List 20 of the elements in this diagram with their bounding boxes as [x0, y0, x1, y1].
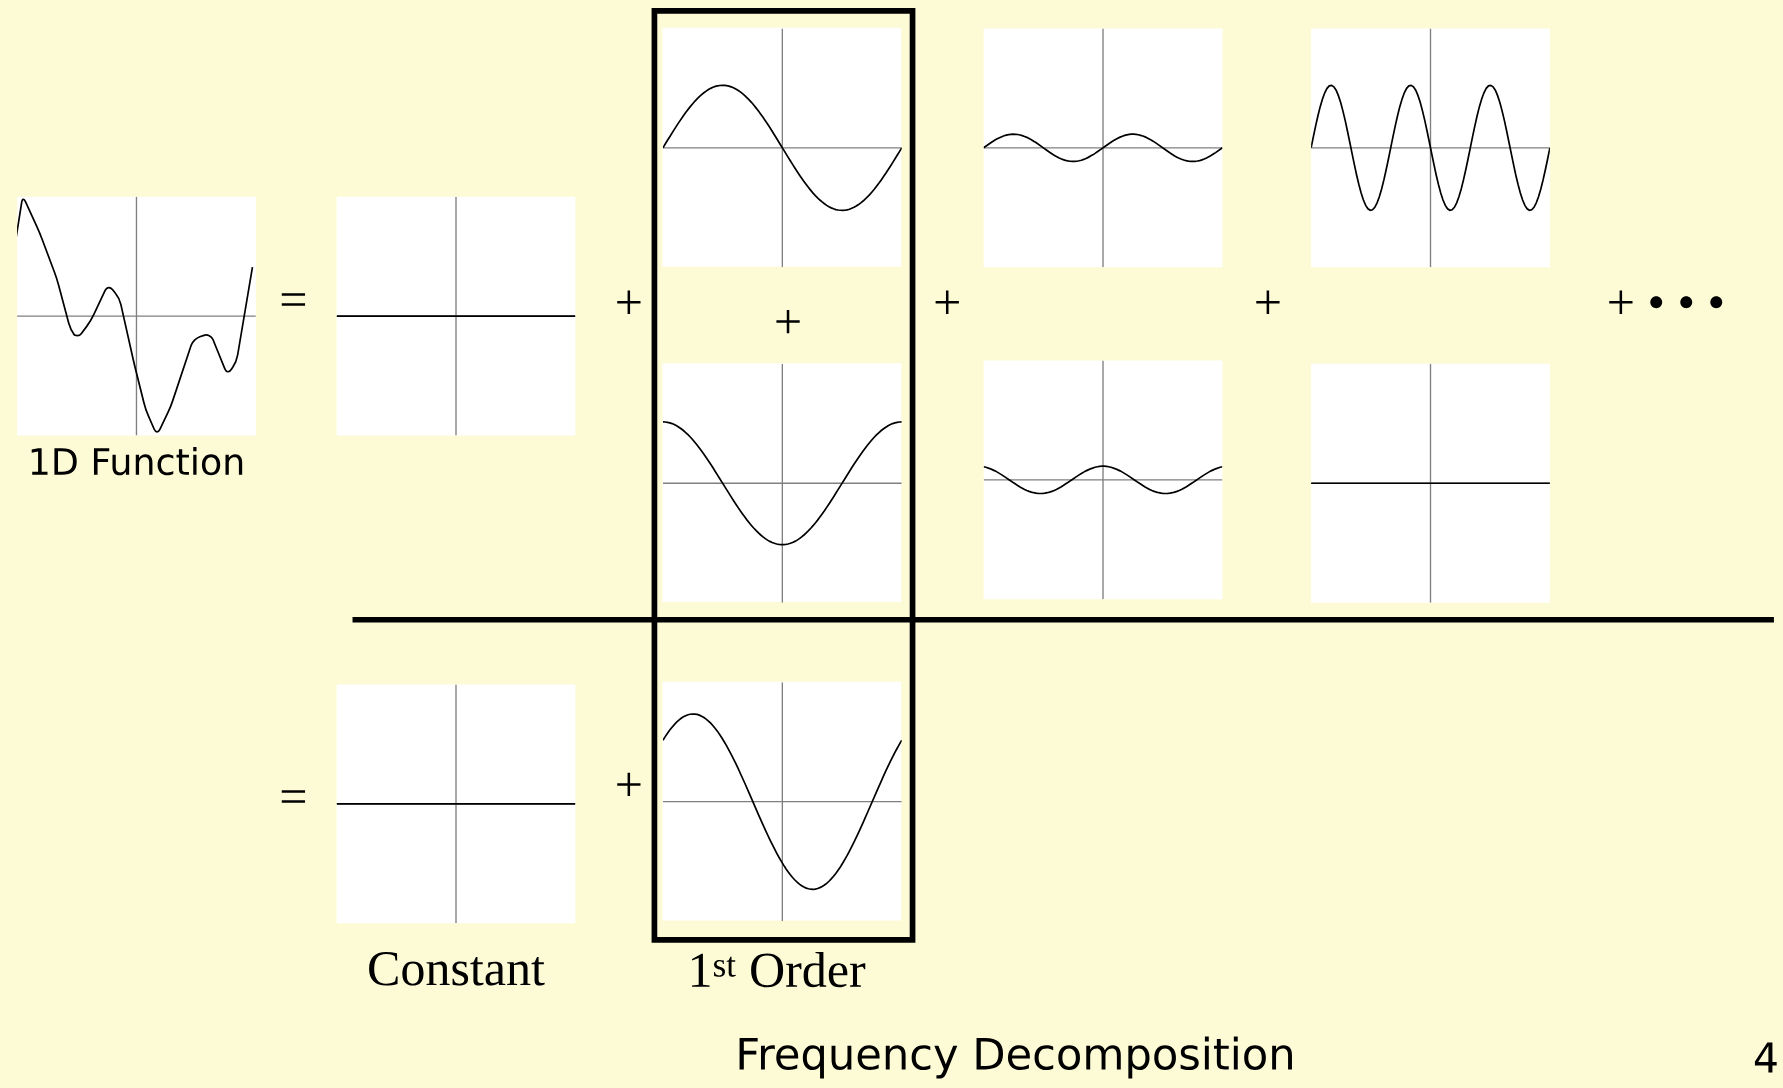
math-symbol: + • • •: [1609, 290, 1723, 314]
math-symbol: =: [281, 293, 306, 306]
plot-drawing: [336, 196, 576, 436]
node-label: Constant: [369, 951, 545, 986]
plot-drawing: [662, 27, 902, 268]
math-symbol: +: [617, 290, 641, 314]
math-symbol: +: [1256, 290, 1280, 314]
plot-drawing: [1311, 28, 1550, 268]
plot-drawing: [983, 360, 1223, 600]
math-symbol: +: [617, 772, 641, 796]
math-symbol: +: [935, 290, 959, 314]
node-label: 1$^{st}$ Order: [692, 951, 866, 988]
plot-drawing: [662, 681, 902, 921]
math-symbol: +: [776, 309, 800, 334]
plot-drawing: [662, 363, 902, 603]
caption: Frequency Decomposition: [739, 1036, 1292, 1079]
math-symbol: 4: [1754, 1042, 1777, 1073]
node-label: 1D Function: [31, 447, 243, 476]
plot-drawing: [983, 28, 1223, 268]
plot-drawing: [1311, 363, 1550, 603]
